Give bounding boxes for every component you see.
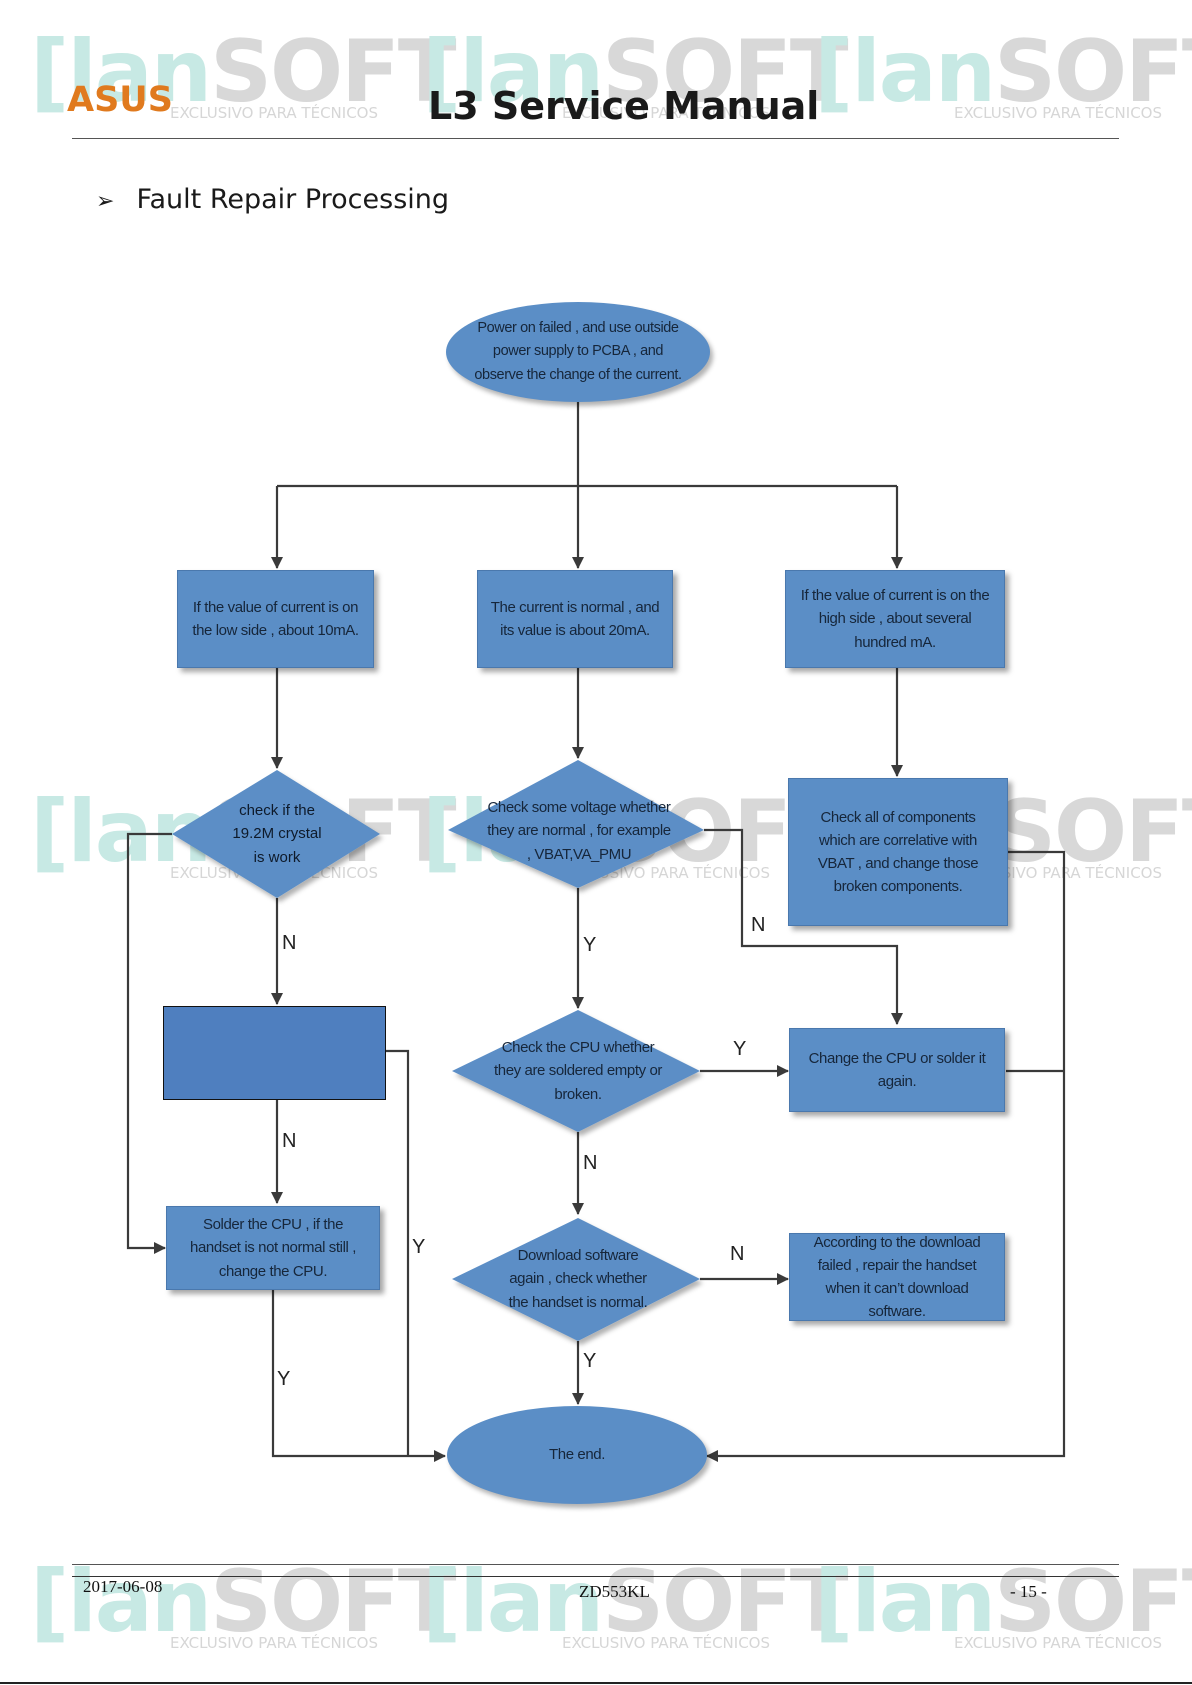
footer-date: 2017-06-08 [83,1577,163,1596]
watermark-word-a: lan [67,22,212,122]
solder-y-label: Y [277,1368,291,1390]
crystal-diamond [172,770,380,898]
footer-page-number: - 15 - [1010,1582,1047,1601]
watermark: [lanSOFT EXCLUSIVO PARA TÉCNICOS [422,1552,849,1652]
normal-current-box: The current is normal , and its value is… [477,570,673,668]
section-heading-text: Fault Repair Processing [136,184,450,215]
download-diamond-text: Download software again , check whether … [508,1247,648,1311]
cpu-n-label: N [583,1152,598,1174]
connector-blank-y [386,1049,410,1456]
watermark: [lanSOFT EXCLUSIVO PARA TÉCNICOS [422,22,849,122]
page-bottom-edge [0,1682,1192,1684]
connector-crystal-y [126,832,172,1254]
watermark-subtitle: EXCLUSIVO PARA TÉCNICOS [170,104,378,122]
change-cpu-box: Change the CPU or solder it again. [789,1028,1005,1112]
high-current-box: If the value of current is on the high s… [785,570,1005,668]
footer-divider [72,1564,1119,1565]
watermark-word-b: SOFT [210,22,456,122]
download-n-label: N [730,1243,745,1265]
connector-components-right [706,850,1066,1462]
brand-logo: ASUS [67,80,173,120]
solder-cpu-box: Solder the CPU , if the handset is not n… [166,1206,380,1290]
cpu-y-label: Y [733,1038,747,1060]
watermark: [lanSOFT EXCLUSIVO PARA TÉCNICOS [814,1552,1192,1652]
download-failed-box: According to the download failed , repai… [789,1233,1005,1321]
voltage-diamond-text: Check some voltage whether they are norm… [487,799,671,863]
download-diamond [452,1218,700,1341]
blank-n-label: N [282,1130,297,1152]
connector-voltage-n [704,828,903,1025]
start-node: Power on failed , and use outside power … [446,302,710,402]
watermark: [lanSOFT EXCLUSIVO PARA TÉCNICOS [30,22,457,122]
voltage-diamond [448,760,704,888]
watermark: [lanSOFT EXCLUSIVO PARA TÉCNICOS [814,22,1192,122]
page-title: L3 Service Manual [428,84,820,128]
crystal-n-label: N [282,932,297,954]
footer-divider [72,1576,1119,1577]
download-y-label: Y [583,1350,597,1372]
cpu-check-diamond-text: Check the CPU whether they are soldered … [493,1039,663,1103]
low-current-box: If the value of current is on the low si… [177,570,374,668]
end-node: The end. [447,1406,707,1504]
connector-solder-y [271,1290,446,1462]
watermark: [lanSOFT EXCLUSIVO PARA TÉCNICOS [30,1552,457,1652]
blank-box [163,1006,386,1100]
footer-model: ZD553KL [579,1582,650,1601]
cpu-check-diamond [452,1010,700,1132]
section-heading: ➢ Fault Repair Processing [96,184,449,215]
voltage-y-label: Y [583,934,597,956]
arrow-bullet-icon: ➢ [96,189,115,214]
header-divider [72,138,1119,139]
voltage-n-label: N [751,914,766,936]
components-box: Check all of components which are correl… [788,778,1008,926]
blank-y-label: Y [412,1236,426,1258]
crystal-diamond-text: check if the 19.2M crystal is work [232,802,322,866]
